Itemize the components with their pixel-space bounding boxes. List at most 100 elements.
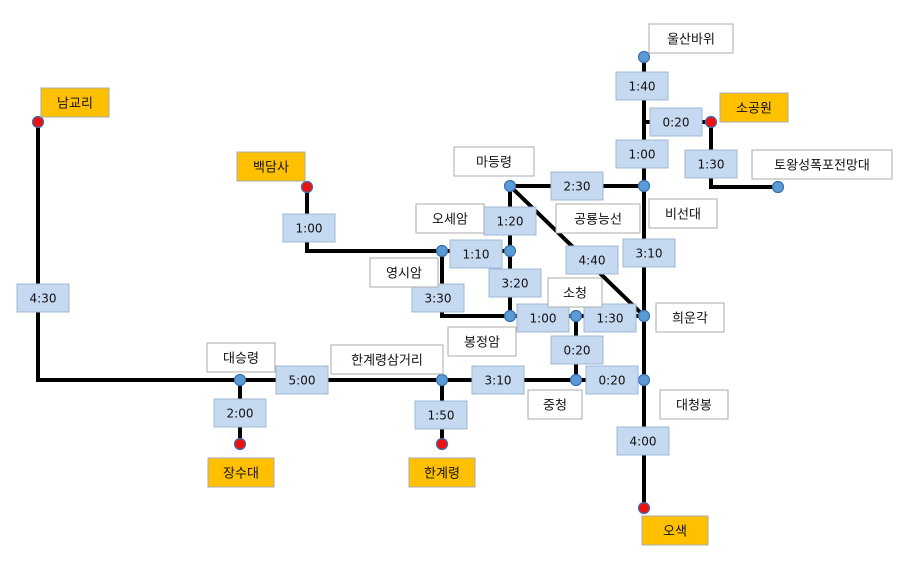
junction-node xyxy=(637,309,651,323)
place-name: 울산바위 xyxy=(667,33,715,48)
time-value: 0:20 xyxy=(599,374,626,388)
time-label-box xyxy=(483,206,537,236)
place-name: 봉정암 xyxy=(464,336,500,351)
place-label-madeungryeong: 마등령 xyxy=(453,146,535,177)
time-value: 0:20 xyxy=(564,344,591,358)
time-label-biseon_upper: 1:00 xyxy=(615,139,669,169)
place-name: 장수대 xyxy=(223,467,259,482)
time-label-box xyxy=(471,365,525,395)
place-label-box xyxy=(236,151,306,182)
place-label-biseondae: 비선대 xyxy=(648,198,718,229)
place-label-sogongwon: 소공원 xyxy=(719,92,789,123)
time-value: 1:30 xyxy=(597,312,624,326)
place-label-yeongsiam: 영시암 xyxy=(369,257,439,288)
trailhead-node xyxy=(637,501,651,515)
place-label-daecheongbong: 대청봉 xyxy=(659,389,729,420)
time-label-box xyxy=(414,400,468,430)
place-label-box xyxy=(207,457,275,488)
place-label-box xyxy=(547,277,603,308)
place-label-jungcheong: 중청 xyxy=(527,389,583,420)
time-label-box xyxy=(583,303,637,333)
time-value: 1:30 xyxy=(698,158,725,172)
place-label-ulsanbawi: 울산바위 xyxy=(648,23,734,54)
junction-node xyxy=(435,244,449,258)
time-label-yeongsi_osae: 1:10 xyxy=(449,239,503,269)
time-label-madeung_biseon: 2:30 xyxy=(550,171,604,201)
place-label-box xyxy=(659,389,729,420)
place-label-jangsudae: 장수대 xyxy=(207,457,275,488)
place-label-box xyxy=(719,92,789,123)
time-label-toward_link: 1:30 xyxy=(684,149,738,179)
time-label-box xyxy=(684,149,738,179)
time-label-box xyxy=(649,107,703,137)
place-name: 영시암 xyxy=(386,267,422,282)
place-name: 대청봉 xyxy=(676,399,712,414)
time-value: 3:10 xyxy=(636,247,663,261)
time-label-daecheong_osaek: 4:00 xyxy=(616,426,670,456)
place-label-box xyxy=(40,87,110,118)
time-label-jungcheong_daecheong: 0:20 xyxy=(585,365,639,395)
trail-nodes xyxy=(31,50,785,515)
time-label-box xyxy=(565,245,619,275)
place-label-hangyesamgeori: 한계령삼거리 xyxy=(330,344,444,375)
place-name: 한계령삼거리 xyxy=(351,354,423,369)
time-label-box xyxy=(282,213,336,243)
junction-node xyxy=(503,179,517,193)
junction-node xyxy=(503,244,517,258)
time-label-biseon_huiun: 3:10 xyxy=(622,238,676,268)
place-name: 희운각 xyxy=(672,312,708,327)
time-label-ulsan_biseon_top: 1:40 xyxy=(615,71,669,101)
trailhead-node xyxy=(435,437,449,451)
time-value: 1:00 xyxy=(629,148,656,162)
time-label-osae_bongjeong: 3:20 xyxy=(488,268,542,298)
junction-node xyxy=(637,373,651,387)
place-name: 마등령 xyxy=(476,156,512,171)
place-label-box xyxy=(655,302,725,333)
time-label-socheong_jungcheong: 0:20 xyxy=(550,335,604,365)
time-value: 1:00 xyxy=(296,222,323,236)
time-label-box xyxy=(585,365,639,395)
time-label-box xyxy=(488,268,542,298)
junction-node xyxy=(233,373,247,387)
place-label-daeseungryeong: 대승령 xyxy=(206,342,276,373)
place-label-toward: 토왕성폭포전망대 xyxy=(751,149,893,180)
place-label-osaeam: 오세암 xyxy=(415,203,485,234)
place-label-box xyxy=(408,457,476,488)
place-label-huiungak: 희운각 xyxy=(655,302,725,333)
junction-node xyxy=(771,180,785,194)
place-label-osaek: 오색 xyxy=(641,515,709,546)
time-label-baekdam_down: 1:00 xyxy=(282,213,336,243)
trail-segment xyxy=(709,120,780,189)
time-value: 2:00 xyxy=(227,407,254,421)
place-name: 소공원 xyxy=(736,102,772,117)
trailhead-node xyxy=(233,437,247,451)
time-label-madeung_osae: 1:20 xyxy=(483,206,537,236)
place-name: 오색 xyxy=(663,525,687,540)
time-value: 1:20 xyxy=(497,215,524,229)
time-label-socheong_huiun: 1:30 xyxy=(583,303,637,333)
time-value: 0:20 xyxy=(663,116,690,130)
junction-node xyxy=(637,50,651,64)
place-name: 남교리 xyxy=(57,97,93,112)
time-value: 1:50 xyxy=(428,409,455,423)
time-label-box xyxy=(550,335,604,365)
time-value: 3:10 xyxy=(485,374,512,388)
time-label-yeongsi_bongjeong: 3:30 xyxy=(411,283,465,313)
time-value: 1:00 xyxy=(530,312,557,326)
time-label-bongjeong_socheong: 1:00 xyxy=(516,303,570,333)
place-name: 토왕성폭포전망대 xyxy=(774,159,870,174)
place-label-box xyxy=(527,389,583,420)
place-label-box xyxy=(447,326,517,357)
place-name: 소청 xyxy=(563,287,587,302)
place-label-box xyxy=(415,203,485,234)
place-name: 중청 xyxy=(543,399,567,414)
place-name: 백담사 xyxy=(253,161,289,176)
time-label-daeseung_jangsu: 2:00 xyxy=(213,398,267,428)
place-name: 공룡능선 xyxy=(574,213,622,228)
time-label-box xyxy=(275,365,329,395)
time-value: 1:40 xyxy=(629,80,656,94)
junction-node xyxy=(637,179,651,193)
time-value: 4:30 xyxy=(30,292,57,306)
